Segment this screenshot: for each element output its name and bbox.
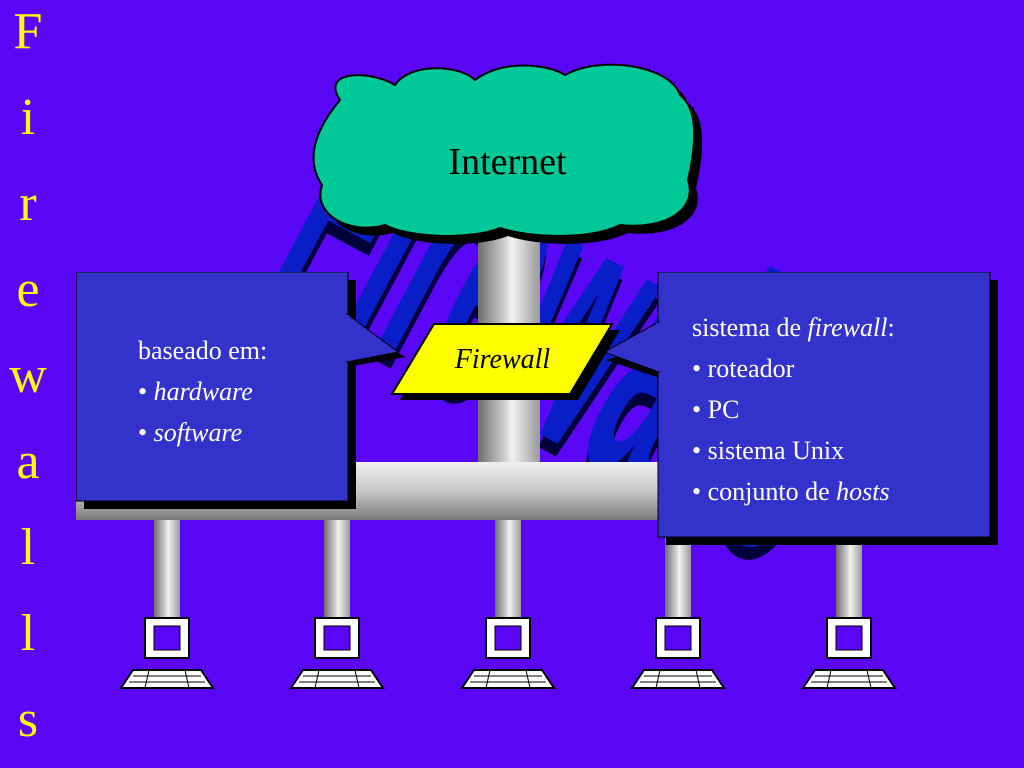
right-info-box: sistema de firewall: • roteador • PC • s… xyxy=(690,307,980,517)
title-letter: e xyxy=(16,261,40,318)
left-box-bullet: • hardware xyxy=(138,377,253,406)
right-callout-shape xyxy=(602,272,998,545)
computer-icon xyxy=(460,617,556,689)
title-letter: F xyxy=(13,3,43,60)
left-info-box: baseado em: • hardware • software xyxy=(82,330,342,460)
drop-pipe xyxy=(324,520,350,618)
left-box-heading: baseado em: xyxy=(138,336,268,365)
drop-pipe xyxy=(154,520,180,618)
computer-icon xyxy=(119,617,215,689)
drop-pipe xyxy=(495,520,521,618)
slide-title: F i r e w a l l s xyxy=(0,0,56,768)
title-letter: w xyxy=(9,347,47,404)
title-letter: r xyxy=(19,175,37,232)
computer-icon xyxy=(289,617,385,689)
right-box-bullet: • roteador xyxy=(692,354,795,383)
computer-icon xyxy=(801,617,897,689)
firewall-shape xyxy=(390,323,620,400)
right-box-heading: sistema de firewall: xyxy=(692,313,895,342)
title-letter: a xyxy=(16,433,40,490)
internet-cloud-icon xyxy=(312,63,703,244)
right-box-bullet: • PC xyxy=(692,395,740,424)
computer-icon xyxy=(630,617,726,689)
firewall-label: Firewall xyxy=(454,344,551,375)
right-box-bullet: • sistema Unix xyxy=(692,436,845,465)
internet-label: Internet xyxy=(448,141,567,183)
left-box-bullet: • software xyxy=(138,418,243,447)
left-callout-shape xyxy=(76,272,406,509)
title-letter: l xyxy=(20,605,36,662)
right-box-bullet: • conjunto de hosts xyxy=(692,477,890,506)
title-letter: l xyxy=(20,519,36,576)
title-letter: s xyxy=(17,691,39,748)
title-letter: i xyxy=(20,89,36,146)
